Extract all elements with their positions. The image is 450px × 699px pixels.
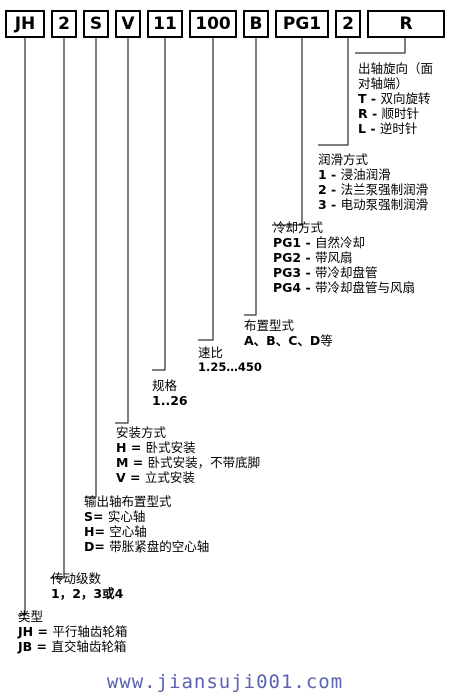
connector-arrangement bbox=[244, 38, 257, 316]
code-box-stages: 2 bbox=[51, 10, 77, 38]
code-box-type: JH bbox=[5, 10, 45, 38]
mounting-option-h: H = 卧式安装 bbox=[116, 440, 196, 455]
label-ratio: 速比 1.25…450 bbox=[198, 345, 262, 375]
output-shaft-option-s: S= 实心轴 bbox=[84, 509, 146, 524]
connector-size bbox=[152, 38, 166, 371]
code-box-size: 11 bbox=[147, 10, 183, 38]
label-mounting: 安装方式 H = 卧式安装 M = 卧式安装，不带底脚 V = 立式安装 bbox=[116, 425, 260, 485]
size-values: 1..26 bbox=[152, 393, 188, 408]
code-box-ratio: 100 bbox=[189, 10, 237, 38]
lubrication-title: 润滑方式 bbox=[318, 152, 369, 167]
rotation-title-line1: 出轴旋向（面 bbox=[358, 61, 434, 76]
ratio-title: 速比 bbox=[198, 345, 224, 360]
code-box-output-shaft: S bbox=[83, 10, 109, 38]
connector-cooling bbox=[272, 38, 303, 226]
rotation-option-t: T - 双向旋转 bbox=[358, 91, 431, 106]
label-cooling: 冷却方式 PG1 - 自然冷却 PG2 - 带风扇 PG3 - 带冷却盘管 PG… bbox=[273, 220, 415, 295]
connector-ratio bbox=[198, 38, 214, 341]
code-box-mounting: V bbox=[115, 10, 141, 38]
rotation-option-r: R - 顺时针 bbox=[358, 106, 420, 121]
output-shaft-option-h: H= 空心轴 bbox=[84, 524, 147, 539]
label-rotation: 出轴旋向（面 对轴端） T - 双向旋转 R - 顺时针 L - 逆时针 bbox=[358, 61, 433, 136]
code-box-cooling: PG1 bbox=[275, 10, 329, 38]
mounting-title: 安装方式 bbox=[116, 425, 167, 440]
stages-title: 传动级数 bbox=[51, 571, 102, 586]
rotation-option-l: L - 逆时针 bbox=[358, 121, 418, 136]
output-shaft-option-d: D= 带胀紧盘的空心轴 bbox=[84, 539, 210, 554]
rotation-title-line2: 对轴端） bbox=[358, 76, 409, 91]
type-option-jh: JH = 平行轴齿轮箱 bbox=[18, 624, 128, 639]
cooling-option-pg2: PG2 - 带风扇 bbox=[273, 250, 353, 265]
cooling-title: 冷却方式 bbox=[273, 220, 324, 235]
label-lubrication: 润滑方式 1 - 浸油润滑 2 - 法兰泵强制润滑 3 - 电动泵强制润滑 bbox=[318, 152, 428, 212]
connector-output-shaft bbox=[85, 38, 97, 498]
ratio-values: 1.25…450 bbox=[198, 360, 262, 374]
arrangement-title: 布置型式 bbox=[244, 318, 295, 333]
label-size: 规格 1..26 bbox=[152, 378, 188, 408]
connector-stages bbox=[50, 38, 65, 579]
connector-lubrication bbox=[318, 38, 349, 146]
code-box-rotation: R bbox=[367, 10, 445, 38]
code-box-lubrication: 2 bbox=[335, 10, 361, 38]
stages-values: 1，2，3或4 bbox=[51, 586, 124, 601]
output-shaft-title: 输出轴布置型式 bbox=[84, 494, 172, 509]
lubrication-option-3: 3 - 电动泵强制润滑 bbox=[318, 197, 429, 212]
arrangement-values: A、B、C、D等 bbox=[244, 333, 333, 348]
connector-rotation bbox=[355, 38, 406, 54]
connector-type bbox=[18, 38, 26, 616]
size-title: 规格 bbox=[152, 378, 178, 393]
label-type: 类型 JH = 平行轴齿轮箱 JB = 直交轴齿轮箱 bbox=[18, 609, 127, 654]
code-box-arrangement: B bbox=[243, 10, 269, 38]
cooling-option-pg1: PG1 - 自然冷却 bbox=[273, 235, 366, 250]
type-title: 类型 bbox=[18, 609, 44, 624]
connector-mounting bbox=[115, 38, 129, 424]
mounting-option-v: V = 立式安装 bbox=[116, 470, 195, 485]
label-output-shaft: 输出轴布置型式 S= 实心轴 H= 空心轴 D= 带胀紧盘的空心轴 bbox=[84, 494, 209, 554]
label-arrangement: 布置型式 A、B、C、D等 bbox=[244, 318, 333, 348]
watermark-url: www.jiansuji001.com bbox=[106, 671, 344, 693]
label-stages: 传动级数 1，2，3或4 bbox=[51, 571, 123, 601]
lubrication-option-2: 2 - 法兰泵强制润滑 bbox=[318, 182, 429, 197]
cooling-option-pg3: PG3 - 带冷却盘管 bbox=[273, 265, 378, 280]
type-option-jb: JB = 直交轴齿轮箱 bbox=[18, 639, 127, 654]
cooling-option-pg4: PG4 - 带冷却盘管与风扇 bbox=[273, 280, 416, 295]
mounting-option-m: M = 卧式安装，不带底脚 bbox=[116, 455, 261, 470]
lubrication-option-1: 1 - 浸油润滑 bbox=[318, 167, 391, 182]
